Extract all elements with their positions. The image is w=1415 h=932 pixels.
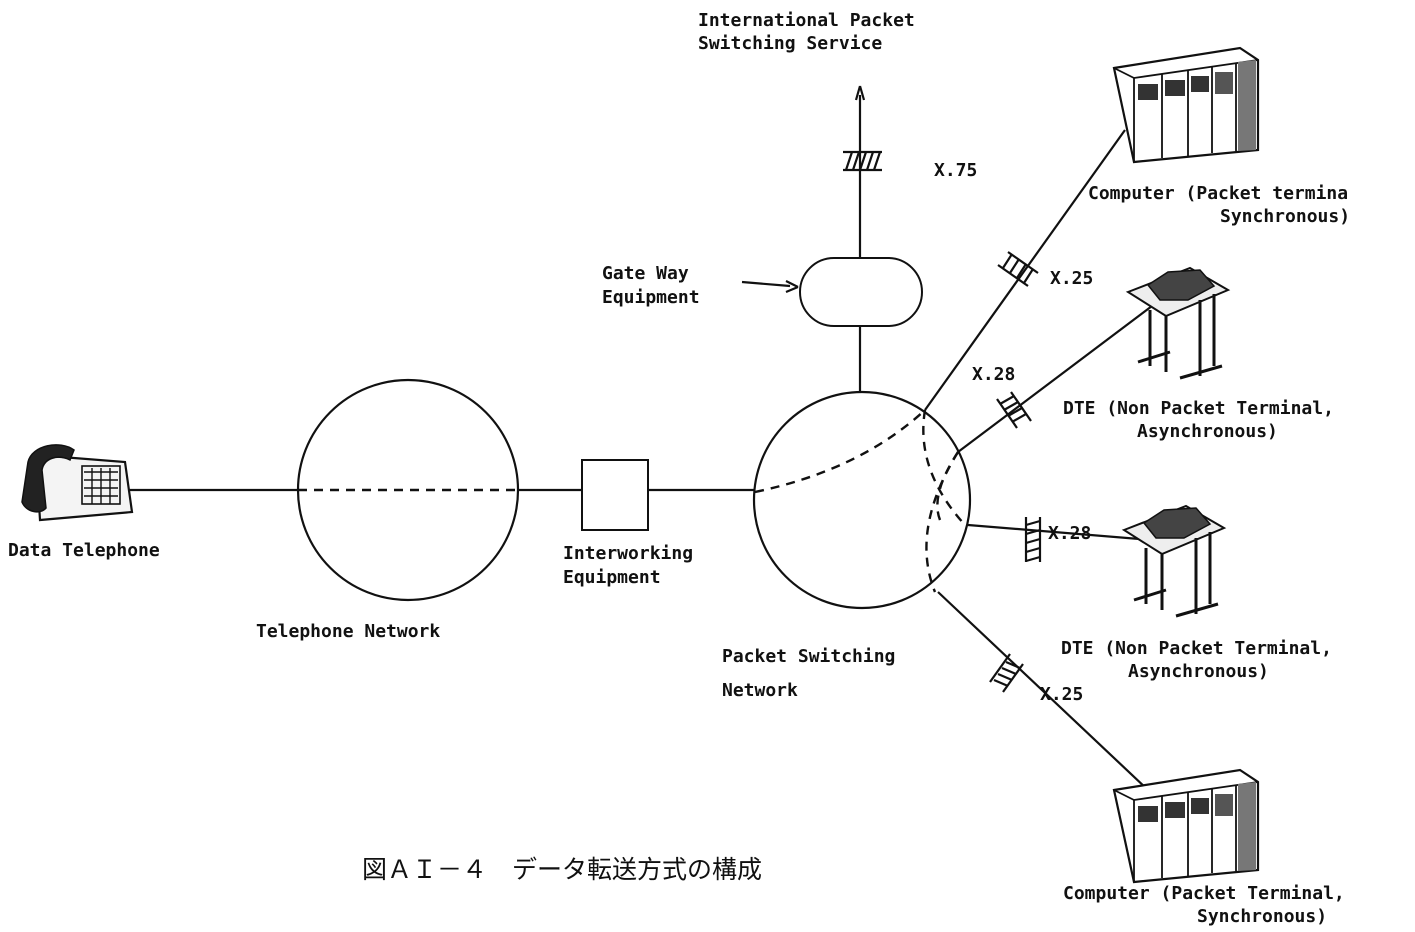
- computer-top-label: Computer (Packet termina Synchronous): [1088, 183, 1359, 227]
- computer-top-label-line1: Computer (Packet termina: [1088, 183, 1348, 204]
- packet-switching-network-circle: [752, 390, 972, 610]
- dte-upper-label-line1: DTE (Non Packet Terminal,: [1063, 398, 1334, 419]
- telephone-network-label: Telephone Network: [256, 621, 440, 642]
- gateway-label-line2: Equipment: [602, 287, 700, 308]
- figure-caption: 図ＡＩ－４ データ転送方式の構成: [362, 855, 762, 884]
- computer-bottom-label-line1: Computer (Packet Terminal,: [1063, 883, 1345, 904]
- psn-label-line1: Packet Switching: [722, 646, 895, 667]
- psn-path-to-dte-lower: [936, 451, 960, 521]
- link-psn-to-dte-upper: [957, 299, 1161, 453]
- dte-lower-label: DTE (Non Packet Terminal, Asynchronous): [1061, 638, 1343, 682]
- international-service-label: International Packet Switching Service: [698, 10, 926, 54]
- interworking-equipment-label: Interworking Equipment: [563, 543, 704, 588]
- interworking-equipment-box: [581, 459, 649, 531]
- hatch-x25-top: [997, 251, 1039, 287]
- link-psn-to-dte-lower: [967, 523, 1153, 542]
- telephone-icon: [21, 444, 134, 522]
- psn-path-to-dte-upper: [922, 409, 966, 526]
- dte-upper-label-line2: Asynchronous): [1137, 421, 1278, 442]
- link-psn-to-computer-bottom: [937, 591, 1149, 791]
- dte-upper-label: DTE (Non Packet Terminal, Asynchronous): [1063, 398, 1345, 442]
- computer-bottom-label: Computer (Packet Terminal, Synchronous): [1063, 883, 1356, 927]
- computer-top-label-line2: Synchronous): [1220, 206, 1350, 227]
- hatch-x25-bottom: [989, 653, 1024, 693]
- international-label-line2: Switching Service: [698, 33, 882, 54]
- interface-x28-upper-label: X.28: [972, 364, 1015, 385]
- psn-path-to-computer-top: [754, 409, 926, 494]
- computer-rack-icon: [1112, 768, 1260, 884]
- interface-x75-label: X.75: [934, 160, 977, 181]
- interworking-label-line2: Equipment: [563, 567, 661, 588]
- interworking-label-line1: Interworking: [563, 543, 693, 564]
- hatch-x75: [843, 150, 882, 172]
- link-psn-to-computer-top: [924, 129, 1126, 411]
- computer-rack-icon: [1112, 46, 1260, 164]
- gateway-pointer-line: [741, 280, 791, 288]
- dte-lower-label-line1: DTE (Non Packet Terminal,: [1061, 638, 1332, 659]
- data-telephone-label: Data Telephone: [8, 540, 160, 561]
- interface-x28-lower-label: X.28: [1048, 523, 1091, 544]
- dte-lower-label-line2: Asynchronous): [1128, 661, 1269, 682]
- gateway-equipment-box: [799, 257, 923, 327]
- psn-label-line2: Network: [722, 680, 798, 701]
- arrow-international: [854, 85, 866, 101]
- packet-switching-network-label: Packet Switching Network: [722, 646, 906, 701]
- international-label-line1: International Packet: [698, 10, 915, 31]
- interface-x25-bottom-label: X.25: [1040, 684, 1083, 705]
- hatch-x28-lower: [1024, 517, 1042, 563]
- teleprinter-icon: [1121, 504, 1227, 618]
- teleprinter-icon: [1125, 266, 1231, 380]
- gateway-equipment-label: Gate Way Equipment: [602, 263, 700, 308]
- psn-path-to-computer-bottom: [925, 451, 960, 593]
- computer-bottom-label-line2: Synchronous): [1197, 906, 1327, 927]
- interface-x25-top-label: X.25: [1050, 268, 1093, 289]
- gateway-label-line1: Gate Way: [602, 263, 689, 284]
- gateway-pointer-arrowhead: [785, 280, 799, 294]
- hatch-x28-upper: [996, 391, 1032, 429]
